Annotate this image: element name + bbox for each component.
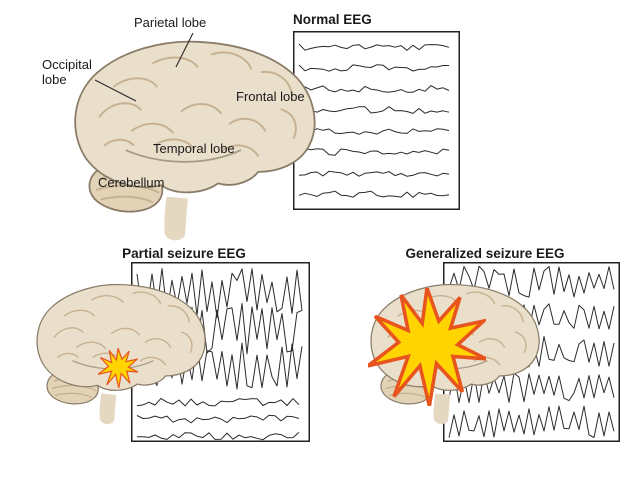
eeg-trace [136, 268, 303, 319]
eeg-trace [298, 64, 449, 72]
generalized-seizure-eeg-title: Generalized seizure EEG [405, 246, 565, 261]
partial-seizure-eeg-title: Partial seizure EEG [122, 246, 246, 261]
label-frontal-lobe: Frontal lobe [236, 89, 305, 104]
eeg-trace [298, 43, 450, 51]
normal-eeg-title: Normal EEG [293, 12, 372, 27]
eeg-trace [298, 148, 450, 156]
eeg-trace [298, 85, 450, 93]
normal-eeg-panel [293, 31, 460, 210]
label-temporal-lobe: Temporal lobe [153, 141, 235, 156]
generalized-seizure-focus-starburst [368, 288, 486, 406]
eeg-trace [448, 405, 615, 438]
label-parietal-lobe: Parietal lobe [134, 15, 207, 30]
eeg-trace [136, 397, 300, 407]
eeg-trace [298, 170, 450, 177]
eeg-trace [298, 106, 450, 114]
eeg-trace [448, 371, 615, 403]
eeg-trace [298, 190, 450, 198]
eeg-trace [137, 432, 300, 441]
label-cerebellum: Cerebellum [98, 175, 165, 190]
label-occipital-lobe: Occipital lobe [42, 57, 92, 87]
eeg-box-border [293, 31, 460, 210]
eeg-trace [448, 265, 615, 298]
partial-seizure-focus-starburst [98, 348, 138, 388]
eeg-trace [298, 128, 450, 135]
eeg-trace [136, 414, 300, 424]
